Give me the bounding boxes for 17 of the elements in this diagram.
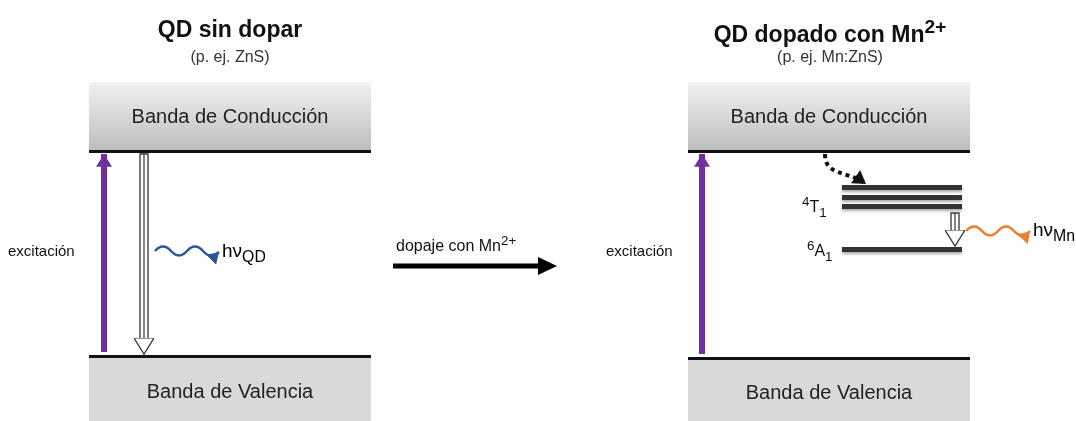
panel-title: QD sin dopar	[156, 16, 304, 43]
panel-title: QD dopado con Mn$^{2+}$	[712, 16, 948, 48]
panel-subtitle: (p. ej. Mn:ZnS)	[776, 48, 884, 66]
level-label: $^{6}$A$_{1}$	[807, 238, 833, 264]
level-label: $^{4}$T$_{1}$	[802, 194, 827, 220]
conduction-band: Banda de Conducción	[688, 82, 970, 153]
valence-band: Banda de Valencia	[688, 357, 970, 421]
energy-level	[842, 247, 962, 253]
arrow-caption: dopaje con Mn$^{2+}$	[396, 233, 517, 256]
conduction-band: Banda de Conducción	[89, 82, 371, 153]
energy-level	[842, 185, 962, 209]
axis-note: excitación	[8, 242, 75, 259]
axis-note: excitación	[606, 242, 673, 259]
photon-label: hν$_{Mn}$	[1033, 219, 1076, 245]
photon-label: hν$_{QD}$	[222, 240, 266, 266]
panel-subtitle: (p. ej. ZnS)	[189, 48, 271, 66]
valence-band: Banda de Valencia	[89, 355, 371, 421]
